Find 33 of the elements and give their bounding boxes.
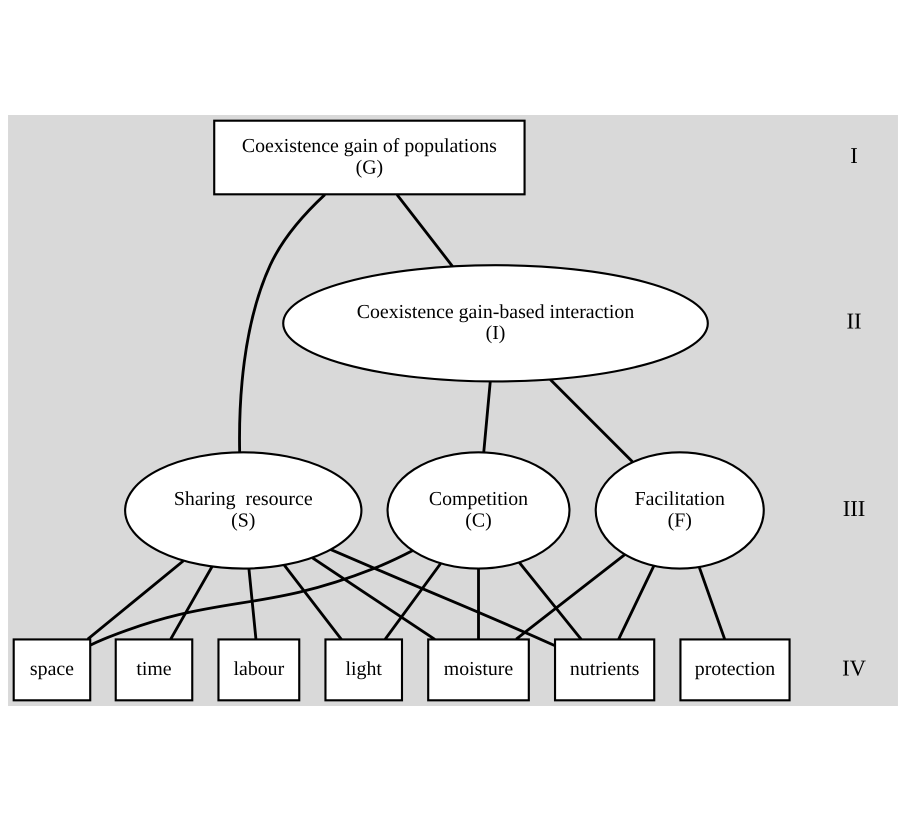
connector: [549, 378, 634, 462]
connector: [312, 556, 436, 640]
connector: [238, 193, 326, 452]
node-ellipse: Competition (C): [386, 450, 571, 570]
connector: [482, 380, 492, 452]
node-box: Coexistence gain of populations (G): [213, 119, 526, 195]
label: IV: [842, 654, 866, 680]
label: I: [850, 142, 858, 168]
connector: [90, 548, 414, 646]
connector: [396, 193, 454, 267]
node-box: labour: [217, 638, 300, 701]
node-box: light: [324, 638, 404, 701]
connector: [515, 553, 626, 640]
connector: [283, 564, 342, 640]
label: III: [842, 495, 866, 520]
node-box: protection: [679, 638, 791, 701]
connector: [477, 568, 480, 638]
node-ellipse: Facilitation (F): [594, 450, 765, 570]
connector: [617, 564, 656, 640]
label: II: [846, 308, 862, 334]
node-box: moisture: [427, 638, 530, 701]
connector: [384, 562, 442, 640]
connector: [248, 568, 258, 639]
node-box: time: [114, 638, 194, 701]
node-box: space: [12, 638, 92, 701]
connector: [170, 565, 214, 640]
node-ellipse: Sharing resource (S): [124, 450, 362, 570]
node-box: nutrients: [554, 638, 656, 701]
connector: [330, 548, 556, 646]
connector: [698, 566, 726, 640]
connector: [518, 561, 582, 640]
connector: [86, 559, 184, 640]
node-ellipse: Coexistence gain-based interaction (I): [282, 264, 709, 382]
